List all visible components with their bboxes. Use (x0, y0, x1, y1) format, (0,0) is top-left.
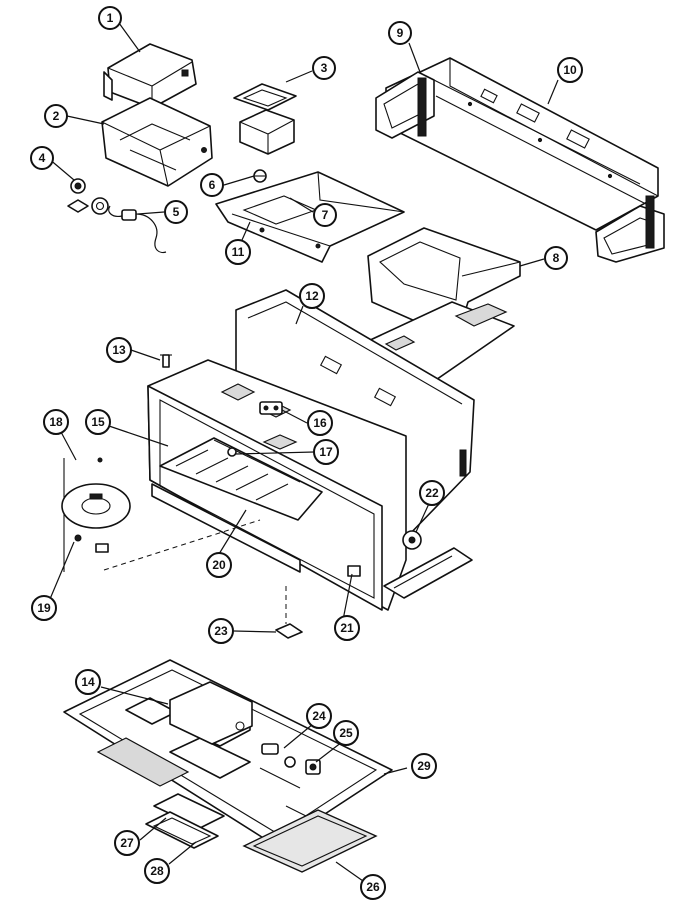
part-2-duct-box (101, 97, 213, 187)
callout-17: 17 (313, 439, 339, 465)
part-5-wire-harness (108, 205, 167, 254)
callout-29: 29 (411, 753, 437, 779)
callout-number: 17 (319, 445, 333, 459)
part-11-base-plate (215, 171, 405, 263)
part-25-relay (305, 759, 321, 775)
part-24-switch (261, 743, 296, 768)
part-16-thermostat (259, 401, 283, 415)
callout-number: 18 (49, 415, 63, 429)
callout-4: 4 (30, 146, 54, 170)
callout-15: 15 (85, 409, 111, 435)
callout-number: 25 (339, 726, 353, 740)
callout-5: 5 (164, 200, 188, 224)
part-9-side-brackets (375, 71, 665, 263)
part-18-turntable-assembly (61, 457, 261, 572)
part-26-grease-filter (242, 809, 378, 873)
callout-2: 2 (44, 104, 68, 128)
callout-number: 19 (37, 601, 51, 615)
callout-number: 5 (173, 205, 180, 219)
callout-8: 8 (544, 246, 568, 270)
callout-number: 27 (120, 836, 134, 850)
callout-number: 4 (39, 151, 46, 165)
callout-number: 28 (150, 864, 164, 878)
callout-23: 23 (208, 618, 234, 644)
callout-number: 29 (417, 759, 431, 773)
part-28-trim (145, 811, 219, 849)
callout-27: 27 (114, 830, 140, 856)
part-29-bottom-plate (63, 659, 393, 847)
callout-24: 24 (306, 703, 332, 729)
callout-number: 20 (212, 558, 226, 572)
callout-number: 3 (321, 61, 328, 75)
callout-10: 10 (557, 57, 583, 83)
callout-18: 18 (43, 409, 69, 435)
part-20-front-trim (151, 483, 301, 573)
callout-number: 22 (425, 486, 439, 500)
part-13-screw (160, 354, 172, 368)
callout-26: 26 (360, 874, 386, 900)
callout-number: 12 (305, 289, 319, 303)
callout-13: 13 (106, 337, 132, 363)
part-17-cavity-rack (213, 439, 301, 483)
callout-number: 9 (397, 26, 404, 40)
callout-16: 16 (307, 410, 333, 436)
callout-number: 21 (340, 621, 354, 635)
callout-number: 8 (553, 251, 560, 265)
callout-number: 6 (209, 178, 216, 192)
callout-number: 1 (107, 11, 114, 25)
callout-number: 13 (112, 343, 126, 357)
callout-number: 14 (81, 675, 95, 689)
callout-9: 9 (388, 21, 412, 45)
callout-number: 26 (366, 880, 380, 894)
callout-number: 24 (312, 709, 326, 723)
callout-20: 20 (206, 552, 232, 578)
part-14-control-strip (169, 681, 253, 745)
part-6-screw (253, 169, 267, 183)
part-21-latch (347, 565, 361, 577)
callout-19: 19 (31, 595, 57, 621)
part-15-cavity-shelf (159, 437, 323, 521)
callout-28: 28 (144, 858, 170, 884)
callout-number: 7 (322, 208, 329, 222)
callout-14: 14 (75, 669, 101, 695)
callout-number: 11 (232, 245, 245, 259)
part-19-bearing (74, 534, 82, 542)
callout-number: 16 (313, 416, 327, 430)
callout-22: 22 (419, 480, 445, 506)
callout-number: 2 (53, 109, 60, 123)
callout-6: 6 (200, 173, 224, 197)
callout-3: 3 (312, 56, 336, 80)
callout-12: 12 (299, 283, 325, 309)
callout-1: 1 (98, 6, 122, 30)
callout-25: 25 (333, 720, 359, 746)
callout-11: 11 (225, 239, 251, 265)
part-23-switch (275, 586, 303, 639)
callout-7: 7 (313, 203, 337, 227)
part-3-damper (233, 83, 297, 155)
callout-number: 10 (563, 63, 577, 77)
leader-lines (47, 22, 559, 882)
callout-number: 15 (91, 415, 105, 429)
callout-21: 21 (334, 615, 360, 641)
part-22-motor (402, 530, 422, 550)
part-4-lamp-socket (67, 178, 109, 215)
part-1-top-cover (103, 43, 197, 109)
callout-number: 23 (214, 624, 228, 638)
